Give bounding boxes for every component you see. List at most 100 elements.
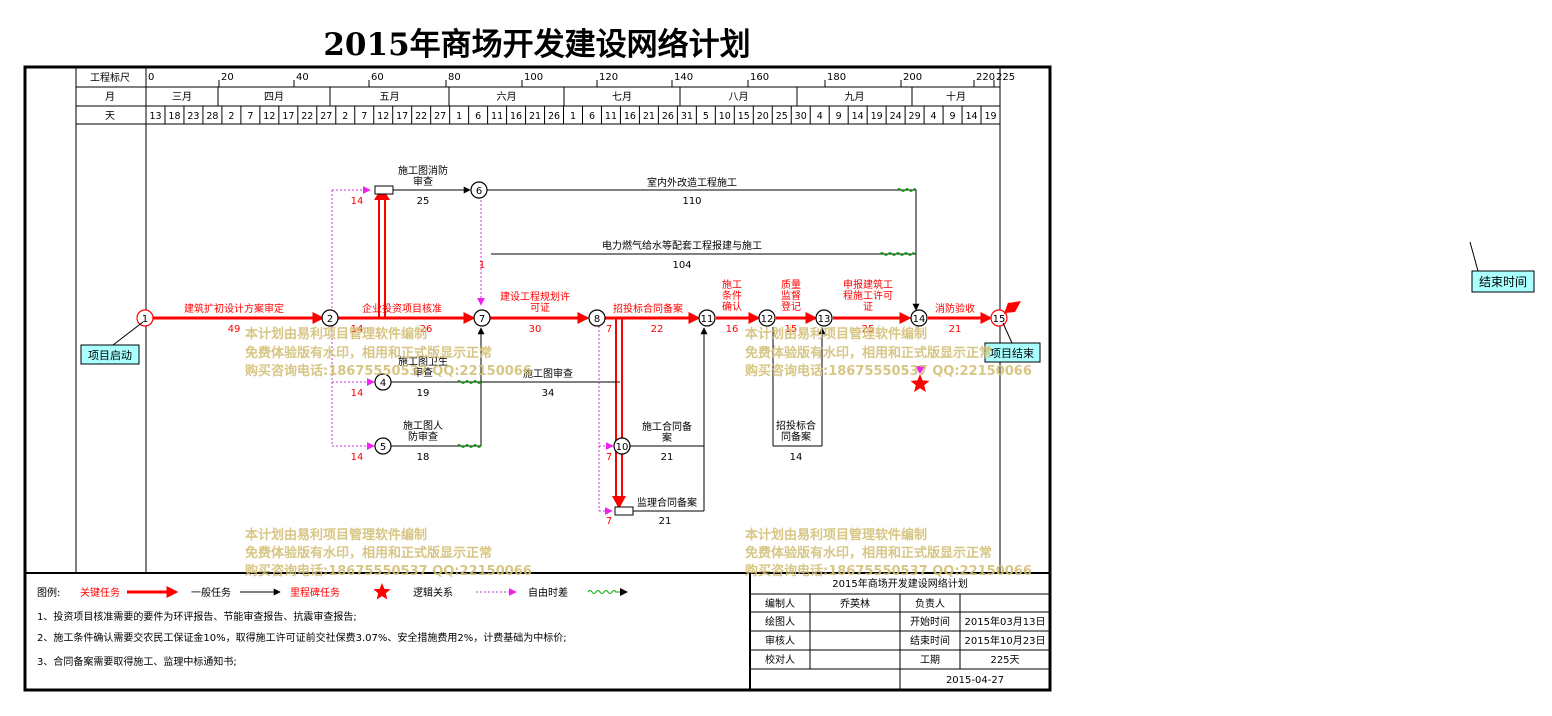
- task-label: 施工图人: [403, 419, 443, 432]
- task-label: 施工图审查: [523, 367, 573, 380]
- month-label: 十月: [946, 90, 966, 103]
- day-label: 6: [475, 111, 481, 122]
- callout-leader: [112, 321, 144, 346]
- note-line: 1、投资项目核准需要的要件为环评报告、节能审查报告、抗震审查报告;: [37, 610, 357, 623]
- task-label: 可证: [530, 302, 550, 314]
- task-label: 施工合同备: [642, 420, 692, 433]
- legend-normal-label: 一般任务: [191, 586, 231, 599]
- day-label: 31: [681, 111, 693, 122]
- day-label: 16: [624, 111, 636, 122]
- day-label: 13: [149, 111, 161, 122]
- milestone-star-icon: [910, 374, 930, 392]
- task-duration: 18: [417, 452, 430, 463]
- day-label: 16: [510, 111, 522, 122]
- task-label: 质量: [781, 279, 801, 291]
- watermark-text: 购买咨询电话:18675550537 QQ:22150066: [245, 363, 532, 379]
- task-label: 室内外改造工程施工: [647, 176, 737, 189]
- day-label: 7: [361, 111, 367, 122]
- end-flag-icon: [1004, 301, 1021, 315]
- free-float-value: 14: [351, 388, 364, 399]
- watermark-text: 购买咨询电话:18675550537 QQ:22150066: [245, 563, 532, 579]
- node-label: 15: [993, 314, 1006, 325]
- note-line: 3、合同备案需要取得施工、监理中标通知书;: [37, 655, 237, 668]
- ruler-row-label: 工程标尺: [90, 72, 130, 84]
- task-label: 防审查: [408, 430, 438, 443]
- day-label: 17: [282, 111, 294, 122]
- info-label: 结束时间: [910, 634, 950, 647]
- ruler-label: 100: [524, 72, 543, 83]
- task-duration: 49: [228, 324, 241, 335]
- day-label: 4: [931, 111, 937, 122]
- task-label: 案: [662, 431, 672, 444]
- legend-star-icon: [373, 583, 391, 600]
- month-label: 四月: [264, 91, 284, 103]
- info-date: 2015-04-27: [946, 675, 1004, 686]
- task-label: 电力燃气给水等配套工程报建与施工: [602, 239, 762, 252]
- free-float-value: 1: [479, 260, 485, 271]
- task-label: 审查: [413, 175, 433, 188]
- task-label: 招投标合同备案: [613, 302, 683, 315]
- node-label: 13: [818, 314, 831, 325]
- month-scale: 三月四月五月六月七月八月九月十月: [172, 87, 966, 106]
- month-label: 三月: [172, 91, 192, 103]
- fire-review-box: [374, 185, 394, 195]
- day-label: 18: [168, 111, 180, 122]
- ruler-label: 80: [448, 72, 461, 83]
- ruler-label: 0: [148, 72, 154, 83]
- day-label: 19: [871, 111, 883, 122]
- ruler-label: 220: [976, 72, 995, 83]
- milestone-pointer: [915, 366, 925, 374]
- info-table: 2015年商场开发建设网络计划 编制人 乔英林 负责人 绘图人 开始时间 201…: [749, 573, 1050, 690]
- node-4: 4: [374, 373, 392, 391]
- legend-prefix: 图例:: [37, 586, 60, 599]
- day-label: 27: [434, 111, 446, 122]
- task-duration: 110: [682, 196, 701, 207]
- node-13: 13: [815, 309, 833, 327]
- info-label: 编制人: [765, 597, 795, 610]
- ruler-label: 180: [827, 72, 846, 83]
- watermark-text: 本计划由易利项目管理软件编制: [745, 527, 927, 543]
- task-duration: 21: [659, 516, 672, 527]
- day-label: 22: [415, 111, 427, 122]
- node-label: 5: [380, 442, 386, 453]
- node-label: 6: [476, 186, 482, 197]
- month-row-label: 月: [105, 91, 115, 103]
- node-12: 12: [758, 309, 776, 327]
- free-float-value: 7: [606, 324, 612, 335]
- node-label: 8: [594, 314, 600, 325]
- task-label: 审查: [413, 366, 433, 379]
- month-label: 六月: [497, 91, 517, 103]
- info-title: 2015年商场开发建设网络计划: [832, 577, 967, 590]
- start-callout-text: 项目启动: [88, 349, 132, 362]
- ruler-label: 200: [903, 72, 922, 83]
- task-label: 消防验收: [935, 302, 975, 315]
- day-label: 1: [570, 111, 576, 122]
- node-label: 2: [327, 314, 333, 325]
- critical-verticals: [378, 196, 623, 500]
- ruler-label: 140: [674, 72, 693, 83]
- free-float-value: 14: [351, 324, 364, 335]
- day-label: 15: [738, 111, 750, 122]
- ruler-label: 60: [371, 72, 384, 83]
- node-2: 2: [321, 309, 339, 327]
- ruler-label: 120: [599, 72, 618, 83]
- day-label: 5: [703, 111, 709, 122]
- free-float-value: 7: [606, 452, 612, 463]
- task-duration: 15: [785, 324, 798, 335]
- free-float-value: 7: [606, 516, 612, 527]
- node-8: 8: [588, 309, 606, 327]
- outer-frame: [23, 65, 1052, 692]
- task-duration: 21: [661, 452, 674, 463]
- task-duration: 25: [862, 324, 875, 335]
- legend-float-wave: [587, 590, 622, 594]
- day-label: 10: [719, 111, 731, 122]
- day-label: 23: [187, 111, 199, 122]
- node-label: 7: [479, 314, 485, 325]
- day-label: 2: [228, 111, 234, 122]
- task-duration: 30: [529, 324, 542, 335]
- node-label: 10: [616, 442, 629, 453]
- ruler-label: 20: [221, 72, 234, 83]
- month-label: 七月: [612, 91, 632, 103]
- task-label: 程施工许可: [843, 289, 893, 302]
- task-label: 建设工程规划许: [500, 290, 570, 303]
